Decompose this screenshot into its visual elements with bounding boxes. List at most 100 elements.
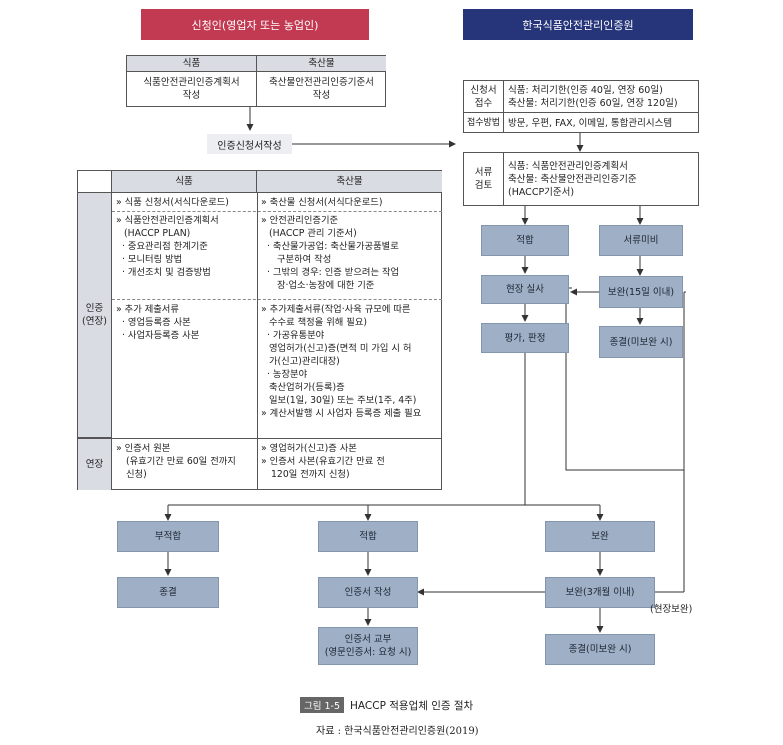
documents-table: 식품 축산물 인증 (연장) 연장 » 식품 신청서(서식다운로드) » 축산물… xyxy=(77,170,442,490)
docs-line: » 안전관리인증기준 xyxy=(261,215,339,226)
docs-line: · 사업자등록증 사본 xyxy=(122,330,200,341)
review-text-line: (HACCP기준서) xyxy=(508,186,575,198)
plan-food-line: 작성 xyxy=(182,90,201,101)
intake-label-line: 신청서 xyxy=(470,84,497,96)
docs-line: (HACCP PLAN) xyxy=(124,228,191,239)
docs-line: · 개선조치 및 검증방법 xyxy=(122,267,211,278)
docs-line: · 영업등록증 사본 xyxy=(122,317,191,328)
node-evaluate: 평가, 판정 xyxy=(481,323,569,353)
review-label: 서류 검토 xyxy=(464,153,504,205)
docs-food-r3: » 추가 제출서류 · 영업등록증 사본 · 사업자등록증 사본 xyxy=(116,303,256,342)
intake-text-line: 식품: 처리기한(인증 40일, 연장 60일) xyxy=(508,84,663,96)
node-pass: 적합 xyxy=(481,225,569,256)
docs-line: 가(신고)관리대장) xyxy=(269,356,340,367)
docs-line: · 농장분야 xyxy=(267,369,308,380)
docs-livestock-r1: » 축산물 신청서(서식다운로드) xyxy=(261,196,441,209)
docs-line: 장·업소·농장에 대한 기준 xyxy=(277,280,375,291)
plan-food-head: 식품 xyxy=(127,56,257,72)
docs-line: (유효기간 만료 60일 전까지 xyxy=(126,456,236,467)
docs-divider xyxy=(112,211,442,212)
site-supplement-label: (현장보완) xyxy=(650,604,693,615)
plan-livestock-head: 축산물 xyxy=(257,56,386,72)
docs-col-divider xyxy=(257,193,258,490)
docs-renew-label: 연장 xyxy=(78,438,112,490)
plan-livestock-line: 축산물안전관리인증기준서 xyxy=(269,77,374,88)
node-supplement-3m: 보완(3개월 이내) xyxy=(545,577,655,608)
node-supplement-15: 보완(15일 이내) xyxy=(599,276,683,308)
node-supplement: 보완 xyxy=(545,521,655,552)
intake-receipt-label: 신청서 접수 xyxy=(464,81,504,113)
docs-livestock-r4: » 영업허가(신고)증 사본 » 인증서 사본(유효기간 만료 전 120일 전… xyxy=(261,442,441,481)
cert-issue-line: 인증서 교부 xyxy=(344,634,392,645)
docs-cert-label: 인증 (연장) xyxy=(78,193,112,438)
intake-method-text: 방문, 우편, FAX, 이메일, 통합관리시스템 xyxy=(508,117,673,129)
node-cert-issue: 인증서 교부 (영문인증서: 요청 시) xyxy=(318,627,418,665)
docs-line: » 계산서발행 시 사업자 등록증 제출 필요 xyxy=(261,408,422,419)
docs-food-r4: » 인증서 원본 (유효기간 만료 60일 전까지 신청) xyxy=(116,442,256,481)
review-text-line: 식품: 식품안전관리인증계획서 xyxy=(508,160,628,172)
docs-food-r2: » 식품안전관리인증계획서 (HACCP PLAN) · 중요관리점 한계기준 … xyxy=(116,214,256,279)
plan-food-body: 식품안전관리인증계획서 작성 xyxy=(127,72,257,106)
docs-line: 신청) xyxy=(126,469,147,480)
plan-livestock-line: 작성 xyxy=(312,90,331,101)
docs-livestock-r3: » 추가제출서류(작업·사육 규모에 따른 수수료 책정을 위해 필요) · 가… xyxy=(261,303,441,420)
docs-line: » 식품안전관리인증계획서 xyxy=(116,215,219,226)
intake-method-label: 접수방법 xyxy=(464,113,504,133)
docs-line: 수수료 책정을 위해 필요) xyxy=(269,317,368,328)
intake-box: 신청서 접수 식품: 처리기한(인증 40일, 연장 60일) 축산물: 처리기… xyxy=(463,80,699,133)
docs-line: » 영업허가(신고)증 사본 xyxy=(261,443,357,454)
review-label-line: 검토 xyxy=(474,180,493,191)
docs-corner xyxy=(78,171,112,193)
docs-food-r1: » 식품 신청서(서식다운로드) xyxy=(116,196,256,209)
figure-caption: 그림 1-5 HACCP 적용업체 인증 절차 xyxy=(300,697,473,713)
node-site-inspection: 현장 실사 xyxy=(481,275,569,304)
review-box: 서류 검토 식품: 식품안전관리인증계획서 축산물: 축산물안전관리인증기준 (… xyxy=(463,152,699,206)
docs-line: » 식품 신청서(서식다운로드) xyxy=(116,197,229,208)
applicant-header: 신청인(영업자 또는 농업인) xyxy=(141,9,369,40)
cert-issue-line: (영문인증서: 요청 시) xyxy=(324,647,412,658)
docs-divider xyxy=(112,299,442,300)
application-step: 인증신청서작성 xyxy=(207,134,292,154)
intake-label-line: 접수 xyxy=(474,97,493,109)
docs-line: 120일 전까지 신청) xyxy=(271,469,350,480)
node-nonconform: 부적합 xyxy=(117,521,219,552)
docs-livestock-head: 축산물 xyxy=(257,171,442,193)
docs-line: · 모니터링 방법 xyxy=(122,254,183,265)
review-text-line: 축산물: 축산물안전관리인증기준 xyxy=(508,173,637,185)
node-terminate-incomplete: 종결(미보완 시) xyxy=(599,326,683,358)
intake-receipt-text: 식품: 처리기한(인증 40일, 연장 60일) 축산물: 처리기한(인증 60… xyxy=(504,81,699,113)
docs-line: · 중요관리점 한계기준 xyxy=(122,241,208,252)
docs-cert-label-line: (연장) xyxy=(82,316,107,327)
plan-table: 식품 축산물 식품안전관리인증계획서 작성 축산물안전관리인증기준서 작성 xyxy=(126,55,386,107)
docs-line: 영업허가(신고)증(면적 미 가입 시 허 xyxy=(269,343,412,354)
docs-food-head: 식품 xyxy=(112,171,257,193)
docs-line: · 그밖의 경우: 인증 받으려는 작업 xyxy=(267,267,400,278)
review-label-line: 서류 xyxy=(474,167,493,178)
docs-line: (HACCP 관리 기준서) xyxy=(269,228,357,239)
plan-food-line: 식품안전관리인증계획서 xyxy=(143,77,240,88)
node-terminate: 종결(미보완 시) xyxy=(545,634,655,665)
docs-line: · 가공유통분야 xyxy=(267,330,325,341)
docs-line: 축산업허가(등록)증 xyxy=(269,382,345,393)
docs-line: » 인증서 원본 xyxy=(116,443,171,454)
docs-line: · 축산물가공업: 축산물가공품별로 xyxy=(267,241,399,252)
docs-cert-label-line: 인증 xyxy=(85,303,104,314)
figure-source: 자료 : 한국식품안전관리인증원(2019) xyxy=(316,726,479,737)
docs-line: » 추가제출서류(작업·사육 규모에 따른 xyxy=(261,304,411,315)
docs-line: » 인증서 사본(유효기간 만료 전 xyxy=(261,456,385,467)
node-end: 종결 xyxy=(117,577,219,608)
node-conform: 적합 xyxy=(318,521,418,552)
agency-header: 한국식품안전관리인증원 xyxy=(463,9,693,40)
docs-divider xyxy=(78,438,442,439)
docs-line: 구분하여 작성 xyxy=(277,254,332,265)
intake-text-line: 축산물: 처리기한(인증 60일, 연장 120일) xyxy=(508,97,678,109)
plan-livestock-body: 축산물안전관리인증기준서 작성 xyxy=(257,72,386,106)
figure-badge: 그림 1-5 xyxy=(300,697,345,713)
docs-livestock-r2: » 안전관리인증기준 (HACCP 관리 기준서) · 축산물가공업: 축산물가… xyxy=(261,214,441,292)
docs-line: » 축산물 신청서(서식다운로드) xyxy=(261,197,383,208)
node-incomplete: 서류미비 xyxy=(599,225,683,256)
review-text: 식품: 식품안전관리인증계획서 축산물: 축산물안전관리인증기준 (HACCP기… xyxy=(504,153,699,205)
docs-line: 일보(1일, 30일) 또는 주보(1주, 4주) xyxy=(269,395,417,406)
docs-line: » 추가 제출서류 xyxy=(116,304,179,315)
